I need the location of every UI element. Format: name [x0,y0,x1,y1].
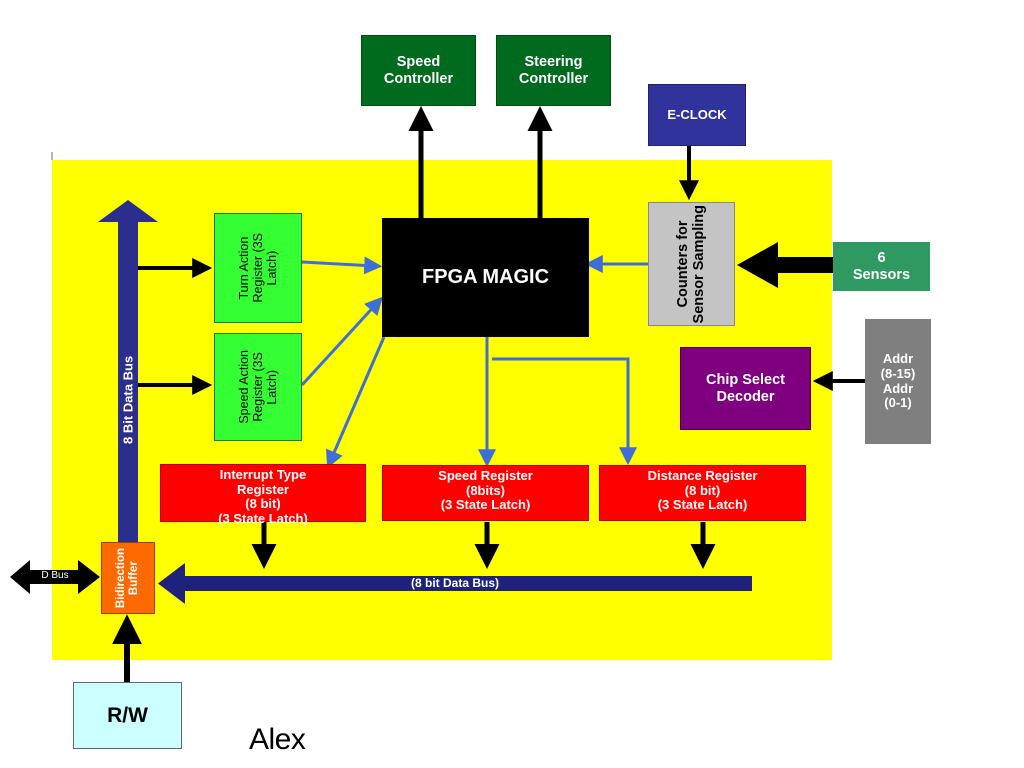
eclock-label: E-CLOCK [667,106,727,122]
speed-action-register-block: Speed Action Register (3S Latch) [214,333,302,441]
steering-controller-block: Steering Controller [496,35,611,106]
turn-action-register-block: Turn Action Register (3S Latch) [214,213,302,323]
author-caption: Alex [249,723,306,756]
speed-action-register-label: Speed Action Register (3S Latch) [237,350,279,424]
d-bus-label: D Bus [41,570,69,581]
chip-select-decoder-label: Chip Select Decoder [706,372,785,405]
fpga-block: FPGA MAGIC [382,218,589,337]
turn-action-to-fpga-arrow [301,256,383,275]
rw-block: R/W [73,682,182,749]
rw-label: R/W [107,703,148,727]
sensors-block: 6 Sensors [833,242,930,291]
speed-register-block: Speed Register (8bits) (3 State Latch) [382,465,589,521]
bidirection-buffer-label: Bidirection Buffer [115,547,140,609]
distance-register-block: Distance Register (8 bit) (3 State Latch… [599,465,806,521]
counters-block: Counters for Sensor Sampling [648,202,735,326]
eclock-block: E-CLOCK [648,84,746,146]
fpga-to-distance-reg-arrow [492,357,637,466]
horizontal-bus-label: (8 bit Data Bus) [410,576,499,590]
speed-controller-label: Speed Controller [383,54,454,87]
bidirection-buffer-block: Bidirection Buffer [101,542,155,614]
interrupt-type-register-label: Interrupt Type Register (8 bit) (3 State… [218,467,308,526]
vertical-bus-label: 8 Bit Data Bus [120,355,136,445]
chip-select-decoder-block: Chip Select Decoder [680,347,811,430]
interrupt-type-register-block: Interrupt Type Register (8 bit) (3 State… [160,464,366,525]
sensors-label: 6 Sensors [852,250,911,283]
fpga-to-interrupt-arrow [326,336,386,469]
fpga-label: FPGA MAGIC [421,266,550,289]
counters-label: Counters for Sensor Sampling [675,204,708,324]
d-bus-arrow [10,560,100,594]
vertical-data-bus [98,200,158,545]
speed-register-label: Speed Register (8bits) (3 State Latch) [438,468,533,513]
addr-label: Addr (8-15) Addr (0-1) [880,351,916,411]
horizontal-data-bus [158,563,752,604]
speed-controller-block: Speed Controller [361,35,476,106]
speed-action-to-fpga-arrow [300,296,383,387]
distance-register-label: Distance Register (8 bit) (3 State Latch… [647,468,758,513]
addr-block: Addr (8-15) Addr (0-1) [865,319,931,444]
turn-action-register-label: Turn Action Register (3S Latch) [237,233,279,303]
steering-controller-label: Steering Controller [518,54,589,87]
sensors-to-counters-arrow [737,242,833,288]
